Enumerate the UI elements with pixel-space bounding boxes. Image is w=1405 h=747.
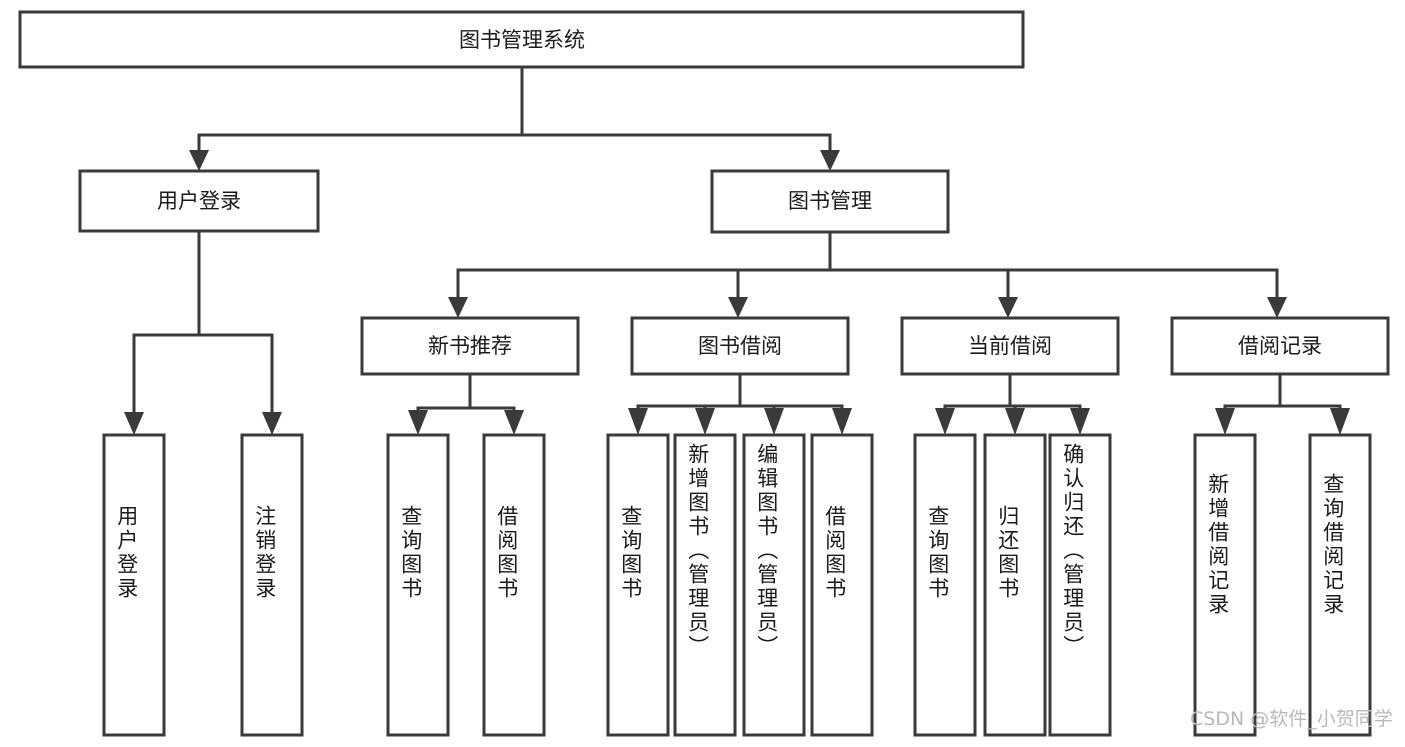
label-leaf-logout: 注销登录 (252, 505, 277, 601)
arrow-head-leaf-user-login (124, 412, 144, 435)
arrow-head-leaf-borrow-book-1 (504, 410, 524, 435)
node-box-leaf-user-login[interactable] (102, 433, 166, 737)
label-current-borrow: 当前借阅 (968, 334, 1052, 358)
node-box-current-borrow[interactable] (900, 316, 1120, 376)
label-leaf-add-book: 新增图书（管理员） (685, 443, 710, 659)
arrow-head-leaf-query-book-3 (935, 408, 955, 435)
label-book-manage: 图书管理 (788, 189, 872, 213)
arrow-head-user-login (189, 150, 209, 171)
node-box-leaf-query-book-3[interactable] (913, 433, 977, 737)
arrow-head-leaf-return-book (1005, 408, 1025, 435)
node-box-leaf-query-book-2[interactable] (606, 433, 670, 737)
arrow-head-book-manage (820, 150, 840, 171)
node-box-leaf-borrow-book-1[interactable] (482, 433, 546, 737)
node-box-user-login[interactable] (78, 169, 320, 233)
label-new-book-recommend: 新书推荐 (428, 334, 512, 358)
node-box-leaf-add-book[interactable] (673, 433, 737, 737)
arrow-head-leaf-query-book-2 (628, 408, 648, 435)
label-leaf-edit-book: 编辑图书（管理员） (754, 443, 779, 659)
node-box-leaf-query-record[interactable] (1308, 433, 1372, 737)
arrow-head-leaf-logout (262, 412, 282, 435)
arrow-head-leaf-borrow-book-2 (832, 408, 852, 435)
node-box-leaf-add-record[interactable] (1193, 433, 1257, 737)
node-box-new-book-recommend[interactable] (360, 316, 580, 376)
arrow-head-leaf-query-book-1 (408, 410, 428, 435)
node-box-leaf-borrow-book-2[interactable] (810, 433, 874, 737)
label-leaf-query-record: 查询借阅记录 (1320, 473, 1345, 617)
arrow-head-book-borrow (728, 297, 748, 318)
label-title: 图书管理系统 (459, 28, 585, 52)
arrow-head-leaf-add-book (695, 408, 715, 435)
node-box-leaf-query-book-1[interactable] (386, 433, 450, 737)
arrow-head-borrow-record (1267, 297, 1287, 318)
arrow-head-current-borrow (998, 297, 1018, 318)
node-box-title[interactable] (18, 10, 1025, 69)
label-user-login: 用户登录 (157, 189, 241, 213)
node-boxes (18, 10, 1390, 737)
arrow-head-leaf-edit-book (764, 408, 784, 435)
label-leaf-user-login: 用户登录 (114, 505, 139, 601)
arrow-head-leaf-confirm-return (1070, 408, 1090, 435)
connectors (124, 65, 1350, 435)
arrow-head-leaf-query-record (1330, 408, 1350, 435)
label-borrow-record: 借阅记录 (1238, 334, 1322, 358)
label-leaf-query-book-1: 查询图书 (398, 505, 423, 601)
node-labels: 图书管理系统 用户登录 图书管理 新书推荐 图书借阅 当前借阅 借阅记录 (157, 28, 1322, 358)
label-leaf-add-record: 新增借阅记录 (1205, 473, 1230, 617)
label-leaf-borrow-book-1: 借阅图书 (494, 505, 519, 601)
node-box-leaf-confirm-return[interactable] (1048, 433, 1112, 737)
label-book-borrow: 图书借阅 (698, 334, 782, 358)
arrow-head-new-book-recommend (448, 297, 468, 318)
node-box-leaf-logout[interactable] (240, 433, 304, 737)
label-leaf-return-book: 归还图书 (995, 505, 1020, 601)
arrow-head-leaf-add-record (1215, 408, 1235, 435)
label-leaf-query-book-3: 查询图书 (925, 505, 950, 601)
watermark-text: CSDN @软件_小贺同学 (1190, 708, 1393, 730)
label-leaf-borrow-book-2: 借阅图书 (822, 505, 847, 601)
label-leaf-query-book-2: 查询图书 (618, 505, 643, 601)
label-leaf-confirm-return: 确认归还（管理员） (1060, 443, 1085, 659)
node-box-leaf-return-book[interactable] (983, 433, 1047, 737)
